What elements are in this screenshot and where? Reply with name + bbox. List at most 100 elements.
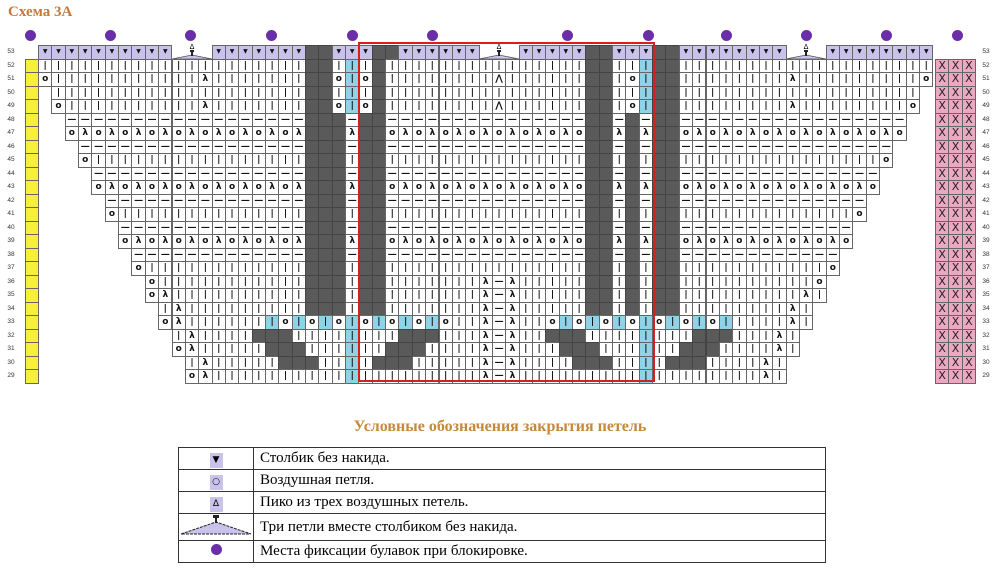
- stitch-cell: |: [705, 301, 720, 316]
- stitch-cell: |: [118, 99, 133, 114]
- stitch-cell: |: [224, 261, 240, 276]
- stitch-cell: |: [879, 58, 894, 73]
- stitch-cell: |: [211, 328, 226, 343]
- row-number: 38: [982, 250, 990, 258]
- stitch-cell: |: [772, 315, 787, 330]
- chain-cell: —: [291, 112, 306, 127]
- row-number: 34: [982, 304, 990, 312]
- stitch-cell: |: [678, 261, 694, 276]
- chain-cell: —: [758, 166, 774, 181]
- stitch-cell: |: [692, 99, 707, 114]
- single-crochet-cell: ▼: [104, 45, 120, 60]
- stitch-cell: |: [198, 58, 213, 73]
- stitch-cell: o: [331, 72, 347, 87]
- dark-cell: [705, 342, 720, 357]
- single-crochet-cell: ▼: [852, 45, 867, 60]
- chain-cell: —: [264, 139, 280, 154]
- stitch-cell: |: [785, 261, 800, 276]
- stitch-cell: |: [732, 207, 747, 222]
- dark-cell: [305, 180, 320, 195]
- stitch-cell: |: [305, 369, 320, 384]
- dark-cell: [331, 274, 347, 289]
- chain-cell: —: [158, 193, 173, 208]
- chain-cell: —: [171, 193, 186, 208]
- stitch-cell: |: [678, 153, 694, 168]
- chain-cell: —: [144, 166, 160, 181]
- stitch-cell: |: [772, 355, 787, 370]
- chain-cell: —: [184, 193, 200, 208]
- single-crochet-cell: ▼: [91, 45, 106, 60]
- row-number: 31: [982, 345, 990, 352]
- dark-cell: [318, 85, 333, 100]
- stitch-cell: o: [825, 261, 840, 276]
- single-crochet-cell: ▼: [692, 45, 707, 60]
- dark-cell: [318, 288, 333, 303]
- edge-column-cell: [24, 288, 39, 303]
- stitch-cell: |: [291, 274, 306, 289]
- stitch-cell: |: [291, 153, 306, 168]
- chain-cell: —: [705, 193, 720, 208]
- stitch-cell: o: [812, 180, 827, 195]
- stitch-cell: |: [732, 72, 747, 87]
- stitch-cell: o: [198, 126, 213, 141]
- stitch-cell: |: [718, 261, 734, 276]
- chain-cell: —: [812, 220, 827, 235]
- stitch-cell: |: [91, 153, 106, 168]
- chain-cell: —: [825, 112, 840, 127]
- chain-cell: —: [224, 166, 240, 181]
- chain-cell: —: [865, 166, 881, 181]
- stitch-cell: |: [852, 153, 867, 168]
- edge-column-cell: [24, 315, 39, 330]
- stitch-cell: o: [251, 126, 266, 141]
- cross-stitch-cell: X: [961, 72, 977, 87]
- stitch-cell: |: [678, 207, 694, 222]
- chain-cell: —: [825, 193, 840, 208]
- stitch-cell: |: [238, 72, 253, 87]
- stitch-cell: |: [732, 301, 747, 316]
- chain-cell: —: [732, 220, 747, 235]
- stitch-cell: |: [224, 342, 240, 357]
- stitch-cell: |: [692, 207, 707, 222]
- row-number: 35: [7, 291, 15, 298]
- chain-cell: —: [839, 193, 854, 208]
- chain-cell: —: [692, 139, 707, 154]
- stitch-cell: o: [758, 126, 774, 141]
- stitch-cell: |: [264, 369, 280, 384]
- cross-stitch-cell: X: [948, 220, 963, 235]
- stitch-cell: |: [772, 274, 787, 289]
- stitch-cell: λ: [131, 180, 146, 195]
- stitch-cell: o: [839, 126, 854, 141]
- stitch-cell: |: [331, 355, 347, 370]
- cross-stitch-cell: X: [935, 342, 950, 357]
- stitch-cell: λ: [104, 126, 120, 141]
- pin-dot-icon: [721, 30, 732, 41]
- stitch-cell: o: [892, 126, 907, 141]
- dark-cell: [318, 139, 333, 154]
- chain-cell: —: [211, 166, 226, 181]
- stitch-cell: λ: [158, 234, 173, 249]
- stitch-cell: |: [131, 99, 146, 114]
- row-number: 51: [982, 75, 990, 82]
- stitch-cell: |: [839, 99, 854, 114]
- dark-cell: [665, 112, 680, 127]
- stitch-cell: |: [758, 207, 774, 222]
- stitch-cell: λ: [785, 301, 800, 316]
- stitch-cell: |: [892, 99, 907, 114]
- stitch-cell: λ: [211, 180, 226, 195]
- chain-cell: —: [238, 112, 253, 127]
- stitch-cell: |: [745, 369, 760, 384]
- stitch-cell: |: [104, 72, 120, 87]
- stitch-cell: o: [158, 315, 173, 330]
- chain-cell: —: [718, 220, 734, 235]
- chain-cell: —: [798, 112, 814, 127]
- stitch-cell: o: [839, 234, 854, 249]
- dark-cell: [678, 342, 694, 357]
- stitch-cell: λ: [772, 126, 787, 141]
- stitch-cell: λ: [718, 234, 734, 249]
- stitch-cell: |: [718, 369, 734, 384]
- stitch-cell: |: [211, 153, 226, 168]
- dark-cell: [305, 112, 320, 127]
- stitch-cell: o: [732, 234, 747, 249]
- stitch-cell: |: [705, 261, 720, 276]
- stitch-cell: |: [171, 99, 186, 114]
